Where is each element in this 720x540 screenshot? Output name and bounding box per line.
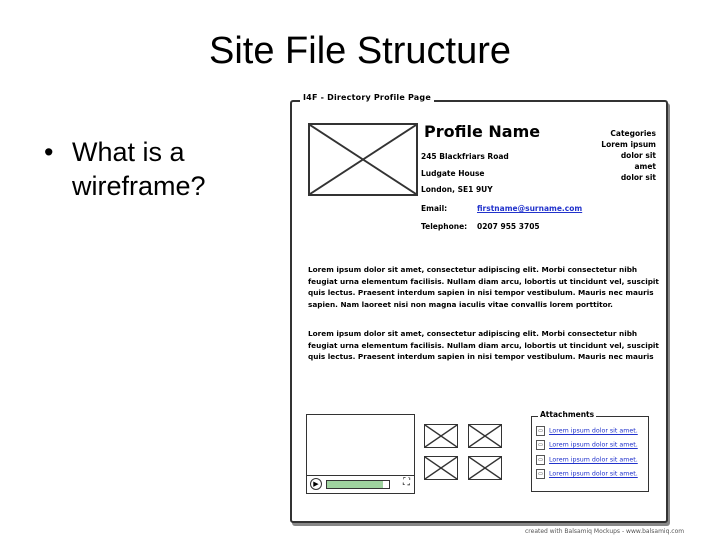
wireframe-mockup: I4F - Directory Profile Page Profile Nam… [290, 93, 668, 523]
image-placeholder-icon [469, 425, 501, 447]
paragraph-line: Lorem ipsum dolor sit amet, consectetur … [308, 265, 638, 274]
credit-text: created with Balsamiq Mockups - www.bals… [525, 528, 685, 535]
paragraph-line: feugiat urna elementum facilisis. Nullam… [308, 340, 659, 350]
attachments-panel: Attachments ▭ Lorem ipsum dolor sit amet.… [531, 410, 649, 492]
attachment-link[interactable]: Lorem ipsum dolor sit amet. [549, 427, 638, 435]
paragraph-line: feugiat urna elementum facilisis. Nullam… [308, 276, 659, 286]
email-label: Email: [421, 204, 448, 213]
category-link[interactable]: dolor sit [620, 173, 656, 182]
paragraph-line: Lorem ipsum dolor sit amet, consectetur … [308, 329, 638, 338]
image-gallery [424, 424, 508, 486]
gallery-image-placeholder[interactable] [468, 456, 502, 480]
attachment-item[interactable]: ▭ Lorem ipsum dolor sit amet. [536, 455, 638, 465]
video-player[interactable]: ▶ ⛶ [306, 414, 415, 494]
bullet-item: What is a wireframe? [44, 135, 272, 203]
address-line: 245 Blackfriars Road [421, 152, 509, 161]
attachment-item[interactable]: ▭ Lorem ipsum dolor sit amet. [536, 469, 638, 479]
address-line: London, SE1 9UY [421, 185, 493, 194]
categories-heading: Categories [610, 129, 656, 138]
file-icon: ▭ [536, 455, 545, 465]
attachment-item[interactable]: ▭ Lorem ipsum dolor sit amet. [536, 426, 638, 436]
file-icon: ▭ [536, 426, 545, 436]
address-line: Ludgate House [421, 169, 485, 178]
image-placeholder-icon [425, 457, 457, 479]
image-placeholder-icon [425, 425, 457, 447]
gallery-image-placeholder[interactable] [424, 424, 458, 448]
image-placeholder-icon [310, 125, 416, 194]
profile-image-placeholder [308, 123, 418, 196]
attachment-item[interactable]: ▭ Lorem ipsum dolor sit amet. [536, 440, 638, 450]
email-link[interactable]: firstname@surname.com [477, 204, 583, 213]
paragraph-line: sapien. Nam laoreet nisi non magna iacul… [308, 299, 613, 309]
category-link[interactable]: amet [634, 162, 656, 171]
body-paragraph: Lorem ipsum dolor sit amet, consectetur … [308, 264, 659, 310]
paragraph-line: quis lectus. Praesent interdum sapien in… [308, 288, 654, 297]
video-progress-bar[interactable] [326, 480, 390, 489]
mockup-window-title: I4F - Directory Profile Page [300, 93, 434, 102]
body-paragraph: Lorem ipsum dolor sit amet, consectetur … [308, 328, 659, 363]
telephone-value: 0207 955 3705 [477, 222, 540, 231]
image-placeholder-icon [469, 457, 501, 479]
play-icon[interactable]: ▶ [310, 478, 322, 490]
attachments-title: Attachments [538, 410, 597, 419]
categories-list: Categories Lorem ipsum dolor sit amet do… [601, 128, 656, 183]
slide-title: Site File Structure [209, 30, 511, 72]
attachment-link[interactable]: Lorem ipsum dolor sit amet. [549, 470, 638, 478]
attachment-link[interactable]: Lorem ipsum dolor sit amet. [549, 456, 638, 464]
gallery-image-placeholder[interactable] [468, 424, 502, 448]
category-link[interactable]: Lorem ipsum [601, 140, 656, 149]
gallery-image-placeholder[interactable] [424, 456, 458, 480]
category-link[interactable]: dolor sit [620, 151, 656, 160]
fullscreen-icon[interactable]: ⛶ [403, 477, 410, 488]
file-icon: ▭ [536, 440, 545, 450]
file-icon: ▭ [536, 469, 545, 479]
profile-name-heading: Profile Name [424, 122, 541, 141]
paragraph-line: quis lectus. Praesent interdum sapien in… [308, 352, 654, 361]
video-controls: ▶ ⛶ [307, 475, 414, 493]
attachment-link[interactable]: Lorem ipsum dolor sit amet. [549, 441, 638, 449]
bullet-list: What is a wireframe? [44, 135, 272, 203]
telephone-label: Telephone: [421, 222, 468, 231]
